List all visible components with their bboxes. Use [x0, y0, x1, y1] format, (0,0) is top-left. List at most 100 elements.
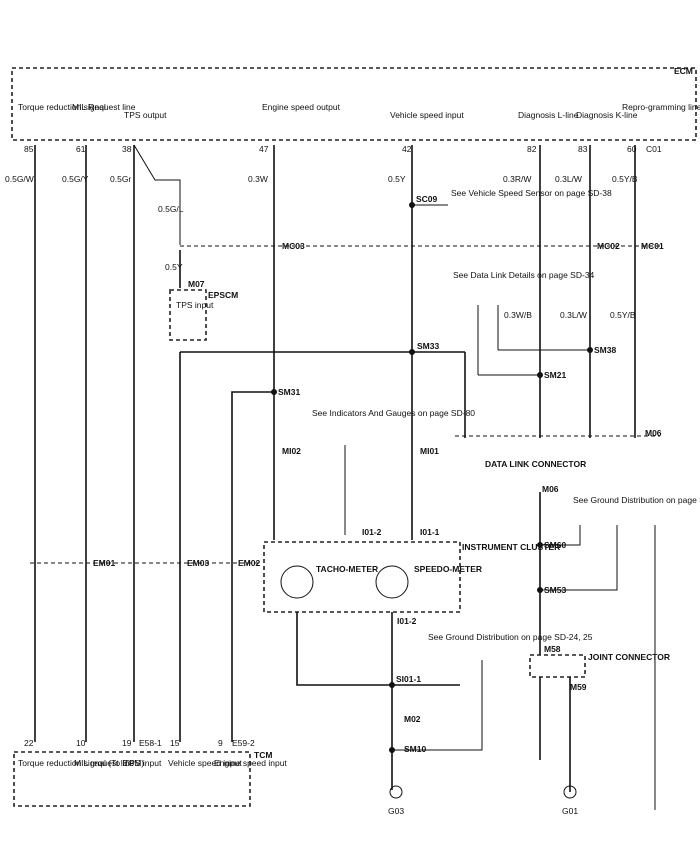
- connector-i01-2: I01-2: [362, 527, 382, 537]
- connector-m58: M58: [544, 644, 561, 654]
- connector-mc03: MC03: [282, 241, 305, 251]
- ecm-pin-num-83: 83: [578, 144, 588, 154]
- tcm-pin-tps: TPS input: [124, 758, 162, 768]
- ecm-pin-num-61: 61: [76, 144, 86, 154]
- tcm-pin-num-10: 10: [76, 738, 86, 748]
- ecm-pin-mil: MIL Request line: [72, 102, 136, 112]
- splice-sm31-label: SM31: [278, 387, 300, 397]
- connector-em02: EM02: [238, 558, 260, 568]
- joint-connector-box: [529, 654, 586, 678]
- tcm-connector-e59: E59-2: [232, 738, 255, 748]
- connector-mc02: MC02: [597, 241, 620, 251]
- tcm-pin-num-9: 9: [218, 738, 223, 748]
- ecm-pin-vehicle-speed: Vehicle speed input: [390, 110, 464, 120]
- ground-g01-label: G01: [562, 806, 578, 816]
- speedometer-label: SPEEDO-METER: [414, 564, 482, 574]
- speedometer-gauge-icon: [375, 565, 409, 599]
- ecm-pin-num-85: 85: [24, 144, 34, 154]
- ground-g03-label: G03: [388, 806, 404, 816]
- ecm-pin-engine-speed: Engine speed output: [262, 102, 341, 112]
- wire-color-7: 0.3L/W: [555, 174, 582, 184]
- cluster-ground-wire: [296, 612, 460, 686]
- connector-i01-2-bottom: I01-2: [397, 616, 417, 626]
- ecm-pin-tps: TPS output: [124, 110, 167, 120]
- epscm-box: [169, 289, 207, 341]
- splice-sm38: [587, 347, 593, 353]
- connector-m59: M59: [570, 682, 587, 692]
- ground-g01-icon: [563, 785, 577, 799]
- splice-si01-1: [389, 682, 395, 688]
- connector-m06-lower: M06: [542, 484, 559, 494]
- note-ground-2: See Ground Distribution on page SD-24, 2…: [428, 632, 593, 642]
- tps-input-label: TPS input: [176, 300, 214, 310]
- instrument-cluster-box: [263, 541, 461, 613]
- tcm-pin-num-19: 19: [122, 738, 132, 748]
- wire-tps-branch: [133, 144, 181, 245]
- tcm-pin-mil: MIL request line: [74, 758, 134, 768]
- ecm-label: ECM: [674, 66, 693, 76]
- tcm-box: [13, 751, 251, 807]
- ground-g03-icon: [389, 785, 403, 799]
- note-speed-sensor: See Vehicle Speed Sensor on page SD-38: [451, 188, 612, 198]
- sm53-wire: [540, 525, 618, 591]
- ecm-pin-diag-k: Diagnosis K-line: [576, 110, 638, 120]
- connector-mi01: MI01: [420, 446, 439, 456]
- wire-color-11: 0.5Y/B: [610, 310, 636, 320]
- joint-connector-label: JOINT CONNECTOR: [588, 652, 670, 662]
- wire-color-3b: 0.5G/L: [158, 204, 184, 214]
- ecm-pin-num-47: 47: [259, 144, 269, 154]
- connector-m07: M07: [188, 279, 205, 289]
- tcm-label: TCM: [254, 750, 272, 760]
- wire-color-5: 0.5Y: [388, 174, 406, 184]
- tcm-pin-vehicle-speed: Vehicle speed input: [168, 758, 242, 768]
- splice-sm21-label: SM21: [544, 370, 566, 380]
- ecm-pin-torque: Torque reduction signal: [18, 102, 106, 112]
- wire-color-2: 0.5G/Y: [62, 174, 89, 184]
- note-indicators: See Indicators And Gauges on page SD-80: [312, 408, 475, 418]
- connector-m06: M06: [645, 428, 662, 438]
- connector-i01-1: I01-1: [420, 527, 440, 537]
- connector-mc01: MC01: [641, 241, 664, 251]
- ecm-pin-reprogramming: Repro-gramming line: [622, 102, 700, 112]
- connector-em01: EM01: [93, 558, 115, 568]
- connector-mi02: MI02: [282, 446, 301, 456]
- connector-em03: EM03: [187, 558, 209, 568]
- sm10-wire: [392, 660, 483, 751]
- tcm-pin-engine-speed: Engine speed input: [214, 758, 287, 768]
- ecm-pin-num-42: 42: [402, 144, 412, 154]
- note-ground-1: See Ground Distribution on page SD-22,SD…: [573, 495, 700, 505]
- wire-color-1: 0.5G/W: [5, 174, 34, 184]
- sm60-wire: [540, 525, 581, 546]
- wire-color-3c: 0.5Y: [165, 262, 183, 272]
- splice-sm38-label: SM38: [594, 345, 616, 355]
- connector-m02: M02: [404, 714, 421, 724]
- tcm-pin-num-15: 15: [170, 738, 180, 748]
- ecm-pin-num-60: 60: [627, 144, 637, 154]
- splice-si01-1-label: SI01-1: [396, 674, 421, 684]
- ecm-pin-num-38: 38: [122, 144, 132, 154]
- tachometer-label: TACHO-METER: [316, 564, 378, 574]
- wire-color-6: 0.3R/W: [503, 174, 531, 184]
- tcm-pin-torque: Torque reduction signal (To ECM): [18, 758, 144, 768]
- tcm-pin-num-22: 22: [24, 738, 34, 748]
- wire-color-4: 0.3W: [248, 174, 268, 184]
- ecm-connector: C01: [646, 144, 662, 154]
- splice-sm21: [537, 372, 543, 378]
- wire-color-10: 0.3L/W: [560, 310, 587, 320]
- tcm-connector-e58: E58-1: [139, 738, 162, 748]
- tachometer-gauge-icon: [280, 565, 314, 599]
- ecm-pin-num-82: 82: [527, 144, 537, 154]
- wire-color-8: 0.5Y/B: [612, 174, 638, 184]
- wire-color-3: 0.5Gr: [110, 174, 131, 184]
- splice-sm33: [409, 349, 415, 355]
- wire-color-9: 0.3W/B: [504, 310, 532, 320]
- data-link-connector-label: DATA LINK CONNECTOR: [485, 459, 586, 469]
- splice-sm33-label: SM33: [417, 341, 439, 351]
- wire-engine-to-tcm: [231, 391, 274, 742]
- instrument-cluster-label: INSTRUMENT CLUSTER: [462, 542, 560, 552]
- note-data-link: See Data Link Details on page SD-34: [453, 270, 595, 280]
- ecm-pin-diag-l: Diagnosis L-line: [518, 110, 579, 120]
- splice-sc09-label: SC09: [416, 194, 438, 204]
- epscm-label: EPSCM: [208, 290, 238, 300]
